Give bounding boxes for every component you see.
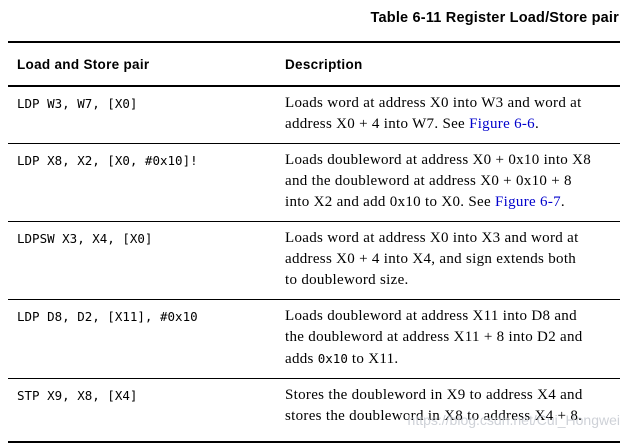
description-text: to X11. <box>347 351 399 367</box>
description-text: to doubleword size. <box>285 272 409 288</box>
description-line: and the doubleword at address X0 + 0x10 … <box>285 171 620 192</box>
description-line: Loads doubleword at address X11 into D8 … <box>285 306 620 327</box>
instruction-cell: STP X9, X8, [X4] <box>17 388 138 403</box>
figure-link[interactable]: Figure 6-7 <box>495 194 561 210</box>
instruction-cell: LDP X8, X2, [X0, #0x10]! <box>17 153 198 168</box>
description-line: Loads doubleword at address X0 + 0x10 in… <box>285 150 620 171</box>
description-line: into X2 and add 0x10 to X0. See Figure 6… <box>285 192 620 213</box>
description-text: the doubleword at address X11 + 8 into D… <box>285 329 583 345</box>
description-text: . <box>560 194 565 210</box>
description-line: Loads word at address X0 into W3 and wor… <box>285 93 620 114</box>
description-text: Loads word at address X0 into W3 and wor… <box>285 95 582 111</box>
description-text: Stores the doubleword in X9 to address X… <box>285 387 583 403</box>
description-text: adds <box>285 351 318 367</box>
instruction-cell: LDP W3, W7, [X0] <box>17 96 138 111</box>
instruction-cell: LDPSW X3, X4, [X0] <box>17 231 153 246</box>
description-line: address X0 + 4 into X4, and sign extends… <box>285 249 620 270</box>
description-cell: Loads doubleword at address X0 + 0x10 in… <box>285 144 620 222</box>
figure-link[interactable]: Figure 6-6 <box>469 116 535 132</box>
table-row: STP X9, X8, [X4] Stores the doubleword in… <box>8 379 620 443</box>
table-body: LDP W3, W7, [X0] Loads word at address X0… <box>8 86 620 442</box>
column-header-description: Description <box>285 57 363 72</box>
description-cell: Loads word at address X0 into X3 and wor… <box>285 222 620 300</box>
description-line: to doubleword size. <box>285 270 620 291</box>
load-store-table: Load and Store pair Description LDP W3, … <box>8 41 620 443</box>
document-page: Table 6-11 Register Load/Store pair Load… <box>8 9 620 443</box>
table-caption: Table 6-11 Register Load/Store pair <box>370 10 619 26</box>
description-text: stores the doubleword in X8 to address X… <box>285 408 583 424</box>
description-line: the doubleword at address X11 + 8 into D… <box>285 327 620 348</box>
inline-code: 0x10 <box>317 351 348 366</box>
description-cell: Stores the doubleword in X9 to address X… <box>285 379 620 443</box>
description-text: Loads word at address X0 into X3 and wor… <box>285 230 579 246</box>
description-line: Loads word at address X0 into X3 and wor… <box>285 228 620 249</box>
description-line: adds 0x10 to X11. <box>285 348 620 370</box>
description-text: . <box>534 116 540 132</box>
table-row: LDP W3, W7, [X0] Loads word at address X0… <box>8 86 620 144</box>
description-text: address X0 + 4 into X4, and sign extends… <box>285 251 577 267</box>
description-line: Stores the doubleword in X9 to address X… <box>285 385 620 406</box>
description-text: address X0 + 4 into W7. See <box>285 116 470 132</box>
description-cell: Loads doubleword at address X11 into D8 … <box>285 300 620 379</box>
column-header-load-store-pair: Load and Store pair <box>17 57 150 72</box>
table-row: LDP D8, D2, [X11], #0x10 Loads doubleword… <box>8 300 620 379</box>
description-line: address X0 + 4 into W7. See Figure 6-6. <box>285 114 620 135</box>
description-line: stores the doubleword in X8 to address X… <box>285 406 620 427</box>
table-row: LDP X8, X2, [X0, #0x10]! Loads doubleword… <box>8 144 620 222</box>
description-text: and the doubleword at address X0 + 0x10 … <box>285 173 572 189</box>
description-text: into X2 and add 0x10 to X0. See <box>285 194 495 210</box>
table-header-row: Load and Store pair Description <box>8 42 620 86</box>
description-text: Loads doubleword at address X0 + 0x10 in… <box>285 152 592 168</box>
table-row: LDPSW X3, X4, [X0] Loads word at address … <box>8 222 620 300</box>
description-cell: Loads word at address X0 into W3 and wor… <box>285 86 620 144</box>
instruction-cell: LDP D8, D2, [X11], #0x10 <box>17 309 198 324</box>
description-text: Loads doubleword at address X11 into D8 … <box>285 308 577 324</box>
